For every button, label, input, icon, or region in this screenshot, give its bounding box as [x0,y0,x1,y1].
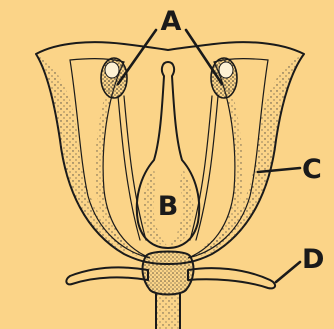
petal-outer [36,42,304,264]
stamen-left [118,96,146,240]
label-b: B [158,191,179,222]
leader-line-a-right [186,30,222,84]
leader-line-d [276,262,300,282]
stamen-right [190,96,218,240]
anther-right [211,58,237,98]
receptacle [143,252,194,295]
sepal-left [66,268,148,285]
stem [156,294,180,329]
leader-line-a-left [118,30,156,84]
sepal-right [188,268,275,288]
label-d: D [302,244,324,275]
label-a: A [161,6,182,37]
label-c: C [302,154,322,185]
